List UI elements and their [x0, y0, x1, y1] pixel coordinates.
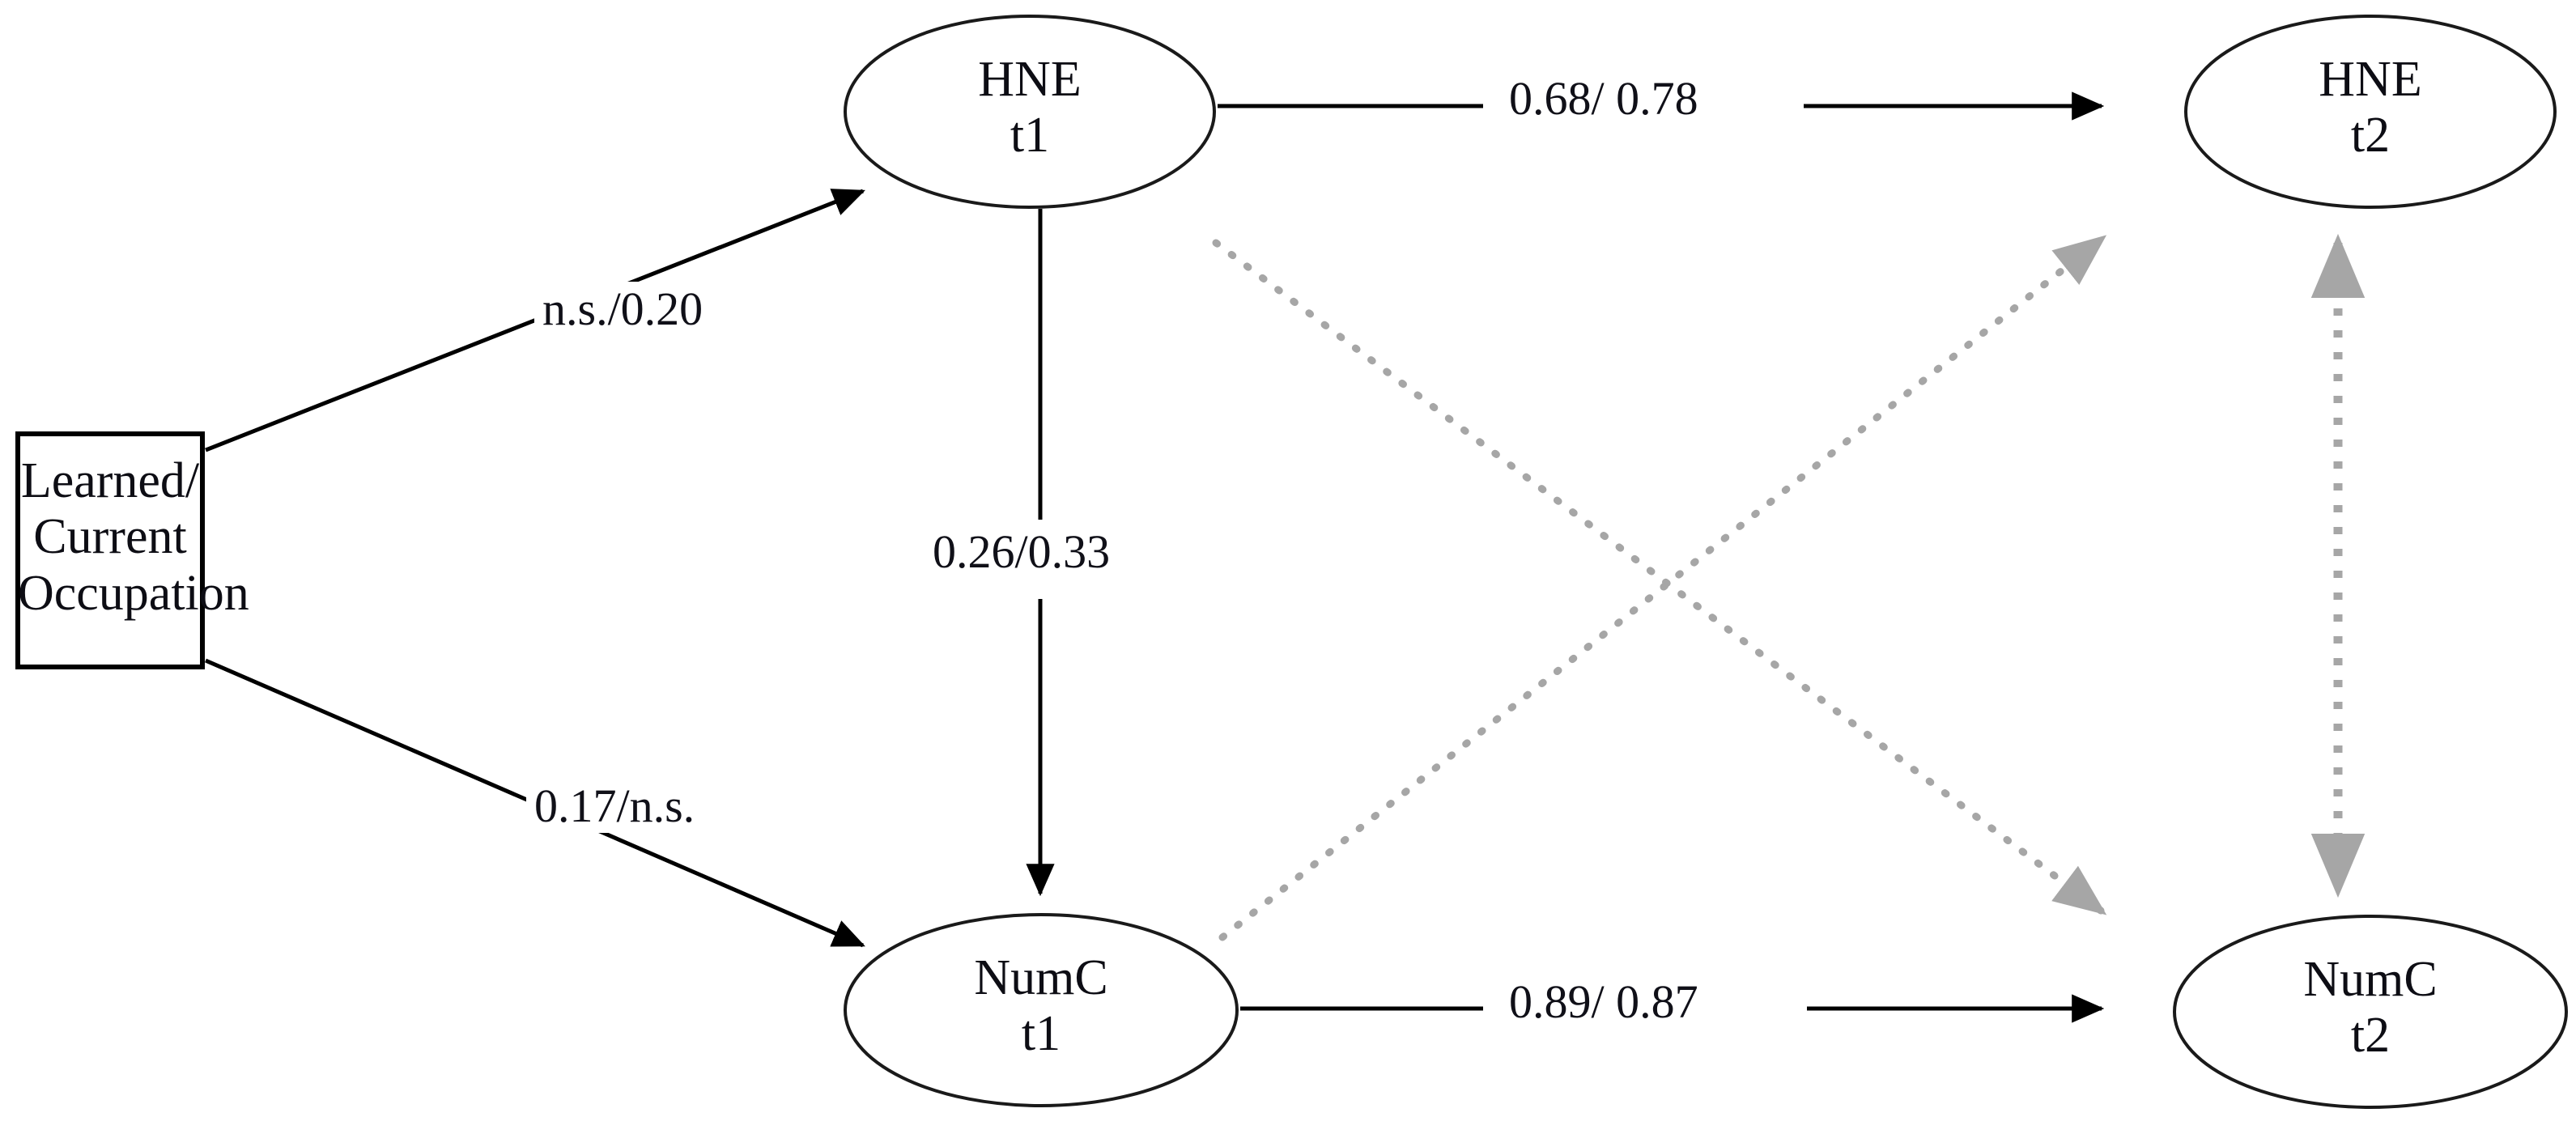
numc-t1-node[interactable] [845, 915, 1237, 1106]
path-label-numc-t1-to-numc-t2: 0.89/ 0.87 [1499, 975, 1708, 1029]
path-label-hne-t1-to-hne-t2: 0.68/ 0.78 [1499, 71, 1708, 125]
path-label-occupation-to-numc-t1: 0.17/n.s. [526, 779, 704, 833]
numc-t2-node[interactable] [2174, 916, 2566, 1107]
numc-t1-ellipse-shape [844, 913, 1239, 1107]
numc-t2-ellipse-shape [2173, 915, 2568, 1109]
hne-t2-ellipse-shape [2184, 15, 2557, 209]
path-numc-t1-to-hne-t2-dotted [1218, 235, 2107, 941]
occupation-box[interactable] [18, 434, 207, 672]
occupation-box-shape [15, 431, 205, 669]
hne-t2-node[interactable] [2186, 16, 2555, 207]
hne-t1-node[interactable] [845, 16, 1214, 207]
path-label-hne-t1-to-numc-t1: 0.26/0.33 [921, 525, 1122, 579]
path-label-occupation-to-hne-t1: n.s./0.20 [534, 282, 712, 336]
hne-t1-ellipse-shape [844, 15, 1216, 209]
